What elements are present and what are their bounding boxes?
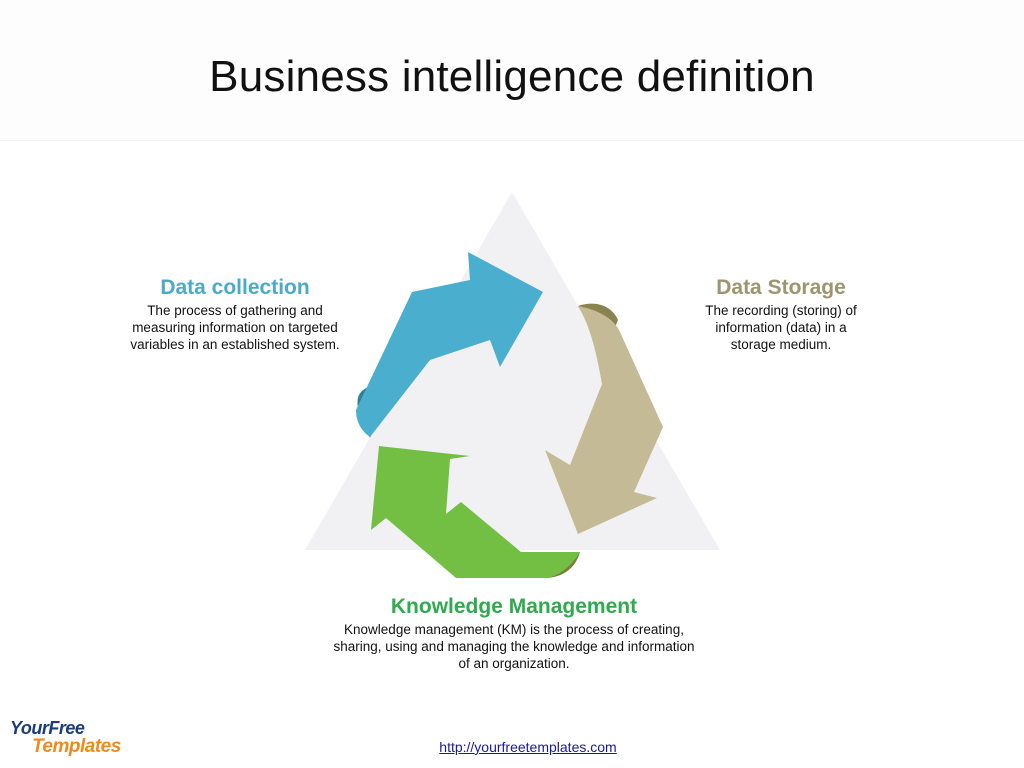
knowledge-management-heading: Knowledge Management <box>390 595 638 618</box>
knowledge-management-arrow <box>371 446 580 578</box>
data-storage-line-3: storage medium. <box>730 337 832 352</box>
data-collection-line-3: variables in an established system. <box>130 337 340 352</box>
data-storage-line-2: information (data) in a <box>715 320 847 335</box>
knowledge-management-arrow-body <box>371 446 580 578</box>
data-storage-arrow-body <box>545 306 663 534</box>
brand-logo: YourFree Templates <box>10 718 140 762</box>
data-storage-arrow <box>545 303 663 534</box>
data-storage-heading: Data Storage <box>716 276 846 299</box>
data-collection-description: The process of gathering and measuring i… <box>95 302 375 353</box>
website-link[interactable]: http://yourfreetemplates.com <box>439 739 617 755</box>
background-triangle <box>305 192 720 550</box>
slide-title: Business intelligence definition <box>209 52 815 101</box>
data-storage-line-1: The recording (storing) of <box>705 303 857 318</box>
brand-logo-your: Your <box>10 718 49 738</box>
data-collection-heading: Data collection <box>160 276 310 299</box>
data-collection-arrow-body <box>356 252 543 437</box>
data-storage-block: Data Storage The recording (storing) of … <box>676 276 886 353</box>
title-band <box>0 0 1024 141</box>
knowledge-management-line-3: of an organization. <box>458 656 570 671</box>
knowledge-management-description: Knowledge management (KM) is the process… <box>300 621 728 672</box>
data-storage-description: The recording (storing) of information (… <box>676 302 886 353</box>
data-collection-arrow <box>356 252 543 438</box>
brand-logo-top: YourFree <box>10 718 85 739</box>
data-collection-line-2: measuring information on targeted <box>132 320 338 335</box>
data-collection-line-1: The process of gathering and <box>147 303 323 318</box>
knowledge-management-block: Knowledge Management Knowledge managemen… <box>300 595 728 672</box>
knowledge-management-line-2: sharing, using and managing the knowledg… <box>333 639 695 654</box>
data-collection-block: Data collection The process of gathering… <box>95 276 375 353</box>
brand-logo-templates: Templates <box>32 736 121 757</box>
knowledge-management-line-1: Knowledge management (KM) is the process… <box>344 622 684 637</box>
brand-logo-free: Free <box>48 718 85 738</box>
